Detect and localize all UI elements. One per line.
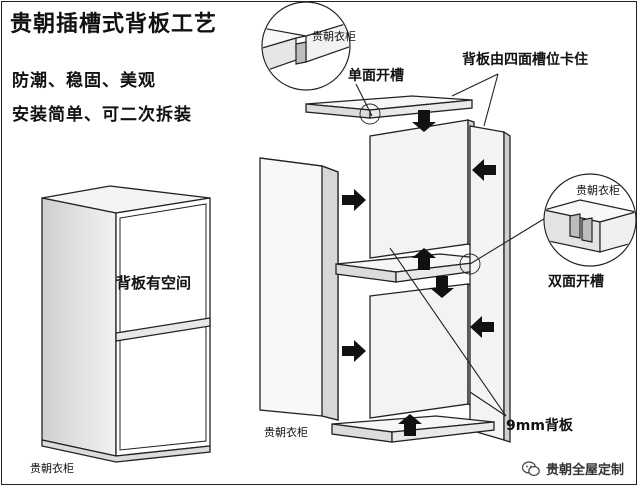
brand-mark-right: 贵朝衣柜 — [576, 183, 620, 197]
subtitle-line-1: 防潮、稳固、美观 — [12, 71, 156, 91]
single-groove-detail — [261, 1, 351, 91]
exploded-view — [259, 95, 511, 443]
brand-mark-bottom-center: 贵朝衣柜 — [264, 425, 308, 439]
page-title: 贵朝插槽式背板工艺 — [10, 12, 218, 37]
arrow-up-icon — [412, 248, 436, 270]
watermark: 贵朝全屋定制 — [521, 459, 624, 478]
back-space-text: 背板有空间 — [116, 274, 192, 292]
panel-9mm-label: 9mm背板 — [506, 417, 574, 434]
arrow-left-icon — [472, 159, 496, 181]
arrow-right-icon — [342, 189, 366, 211]
assembly-arrows — [342, 110, 496, 436]
arrow-left-icon — [470, 316, 494, 338]
double-slot-label: 双面开槽 — [548, 273, 604, 290]
arrow-right-icon — [342, 340, 366, 362]
wechat-icon — [521, 460, 540, 476]
single-slot-label: 单面开槽 — [348, 67, 404, 84]
leader-lines — [355, 73, 553, 417]
assembled-cabinet — [41, 185, 211, 463]
subtitle-line-2: 安装简单、可二次拆装 — [12, 105, 192, 125]
four-side-slot-label: 背板由四面槽位卡住 — [462, 51, 588, 68]
brand-mark-bottom-left: 贵朝衣柜 — [30, 461, 74, 475]
arrow-down-icon — [412, 110, 436, 132]
arrow-up-icon — [398, 414, 422, 436]
watermark-text: 贵朝全屋定制 — [545, 463, 624, 478]
double-groove-detail — [543, 173, 637, 267]
brand-mark-top: 贵朝衣柜 — [312, 29, 356, 43]
arrow-down-icon — [430, 276, 454, 298]
